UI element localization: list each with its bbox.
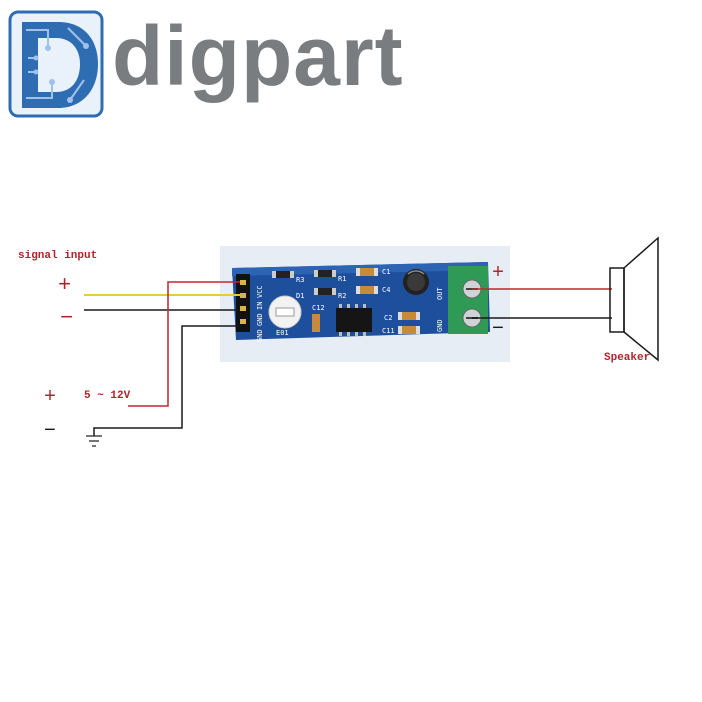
electrolytic-capacitor [403, 269, 429, 295]
power-minus-label: − [44, 420, 56, 443]
label-c1: C1 [382, 268, 390, 276]
power-plus-label: + [44, 386, 56, 409]
label-c2: C2 [384, 314, 392, 322]
power-range-label: 5 ~ 12V [84, 390, 131, 402]
digpart-logo-mark-icon [8, 10, 104, 118]
screw-terminal-block [448, 266, 488, 334]
label-c4: C4 [382, 286, 390, 294]
ground-symbol-icon [86, 435, 102, 447]
power-wire-red [128, 281, 240, 407]
label-r3: R3 [296, 276, 304, 284]
pin-label-gnd-2: GND [256, 329, 264, 342]
label-r2: R2 [338, 292, 346, 300]
ground-wire-black [93, 325, 240, 436]
speaker-icon [609, 236, 659, 362]
label-c12: C12 [312, 304, 325, 312]
output-minus-label: − [492, 318, 504, 341]
pot-label: E01 [276, 329, 289, 337]
digpart-logo [8, 8, 108, 124]
pin-label-gnd-1: GND [256, 313, 264, 326]
label-d1: D1 [296, 292, 304, 300]
output-plus-label: + [492, 262, 504, 285]
label-r1: R1 [338, 275, 346, 283]
pin-label-vcc: VCC [256, 285, 264, 298]
amplifier-board: VCC IN GND GND E01 R3 R1 R2 D1 C1 C4 C12… [220, 246, 510, 362]
ic-chip [336, 304, 372, 336]
terminal-label-out: OUT [436, 287, 444, 300]
signal-minus-label: − [60, 306, 73, 331]
smd-components [272, 268, 420, 334]
speaker-label: Speaker [604, 352, 650, 364]
pin-label-in: IN [256, 302, 264, 310]
potentiometer: E01 [268, 295, 302, 337]
terminal-label-gnd: GND [436, 319, 444, 332]
label-c11: C11 [382, 327, 395, 335]
header-pins [236, 274, 250, 332]
signal-plus-label: + [58, 273, 71, 298]
signal-input-label: signal input [18, 250, 97, 262]
brand-name: digpart [112, 9, 404, 103]
